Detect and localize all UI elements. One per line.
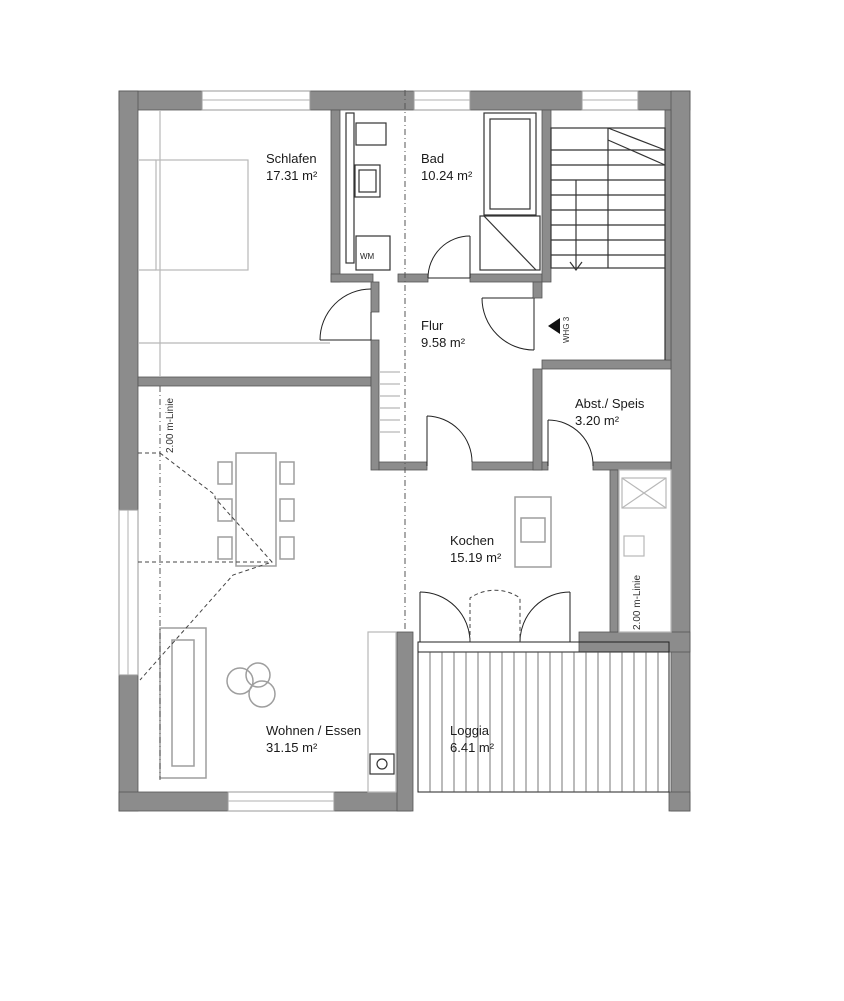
- wardrobe: [138, 110, 330, 377]
- kitchen-island: [514, 496, 552, 568]
- unit-entrance-marker: [548, 318, 560, 334]
- height-line-label-left: 2.00 m-Linie: [165, 397, 176, 453]
- room-label-abst: Abst./ Speis 3.20 m²: [575, 395, 644, 429]
- interior-walls: [137, 109, 672, 812]
- loggia-deck: [417, 641, 670, 793]
- door-wohnen[interactable]: [426, 415, 473, 466]
- room-area: 3.20 m²: [575, 413, 620, 428]
- staircase: [550, 127, 666, 360]
- door-abst[interactable]: [547, 419, 594, 467]
- room-label-schlafen: Schlafen 17.31 m²: [266, 150, 317, 184]
- height-lines: [138, 90, 406, 780]
- room-name: Abst./ Speis: [575, 396, 645, 411]
- room-label-flur: Flur 9.58 m²: [421, 317, 465, 351]
- room-name: Bad: [421, 151, 445, 166]
- bed: [138, 159, 249, 271]
- windows: [118, 90, 639, 812]
- room-area: 17.31 m²: [266, 168, 318, 183]
- bath-fixtures: [345, 112, 541, 271]
- room-area: 6.41 m²: [450, 740, 495, 755]
- room-label-wohnen: Wohnen / Essen 31.15 m²: [266, 722, 361, 756]
- dining-table: [217, 452, 295, 567]
- room-name: Flur: [421, 318, 444, 333]
- room-area: 15.19 m²: [450, 550, 502, 565]
- flur-wardrobe: [380, 371, 400, 433]
- room-label-bad: Bad 10.24 m²: [421, 150, 472, 184]
- room-name: Loggia: [450, 723, 490, 738]
- door-schlafen[interactable]: [319, 288, 372, 341]
- door-loggia-right[interactable]: [519, 591, 571, 643]
- door-entrance[interactable]: [481, 297, 535, 351]
- washing-machine-label: WM: [360, 252, 375, 261]
- height-line-label-right: 2.00 m-Linie: [632, 574, 643, 630]
- room-name: Wohnen / Essen: [266, 723, 362, 738]
- kitchen-counter: [618, 469, 672, 633]
- sofa: [159, 627, 207, 779]
- stove: [367, 631, 397, 793]
- room-name: Schlafen: [266, 151, 317, 166]
- room-label-kochen: Kochen 15.19 m²: [450, 532, 501, 566]
- room-area: 31.15 m²: [266, 740, 318, 755]
- room-area: 10.24 m²: [421, 168, 473, 183]
- unit-tag-label: WHG 3: [562, 316, 571, 343]
- door-loggia-middle[interactable]: [469, 589, 521, 642]
- room-area: 9.58 m²: [421, 335, 466, 350]
- door-bad[interactable]: [427, 235, 471, 279]
- room-name: Kochen: [450, 533, 495, 548]
- side-tables: [226, 662, 276, 708]
- room-label-loggia: Loggia 6.41 m²: [450, 722, 494, 756]
- door-loggia-left[interactable]: [419, 591, 471, 643]
